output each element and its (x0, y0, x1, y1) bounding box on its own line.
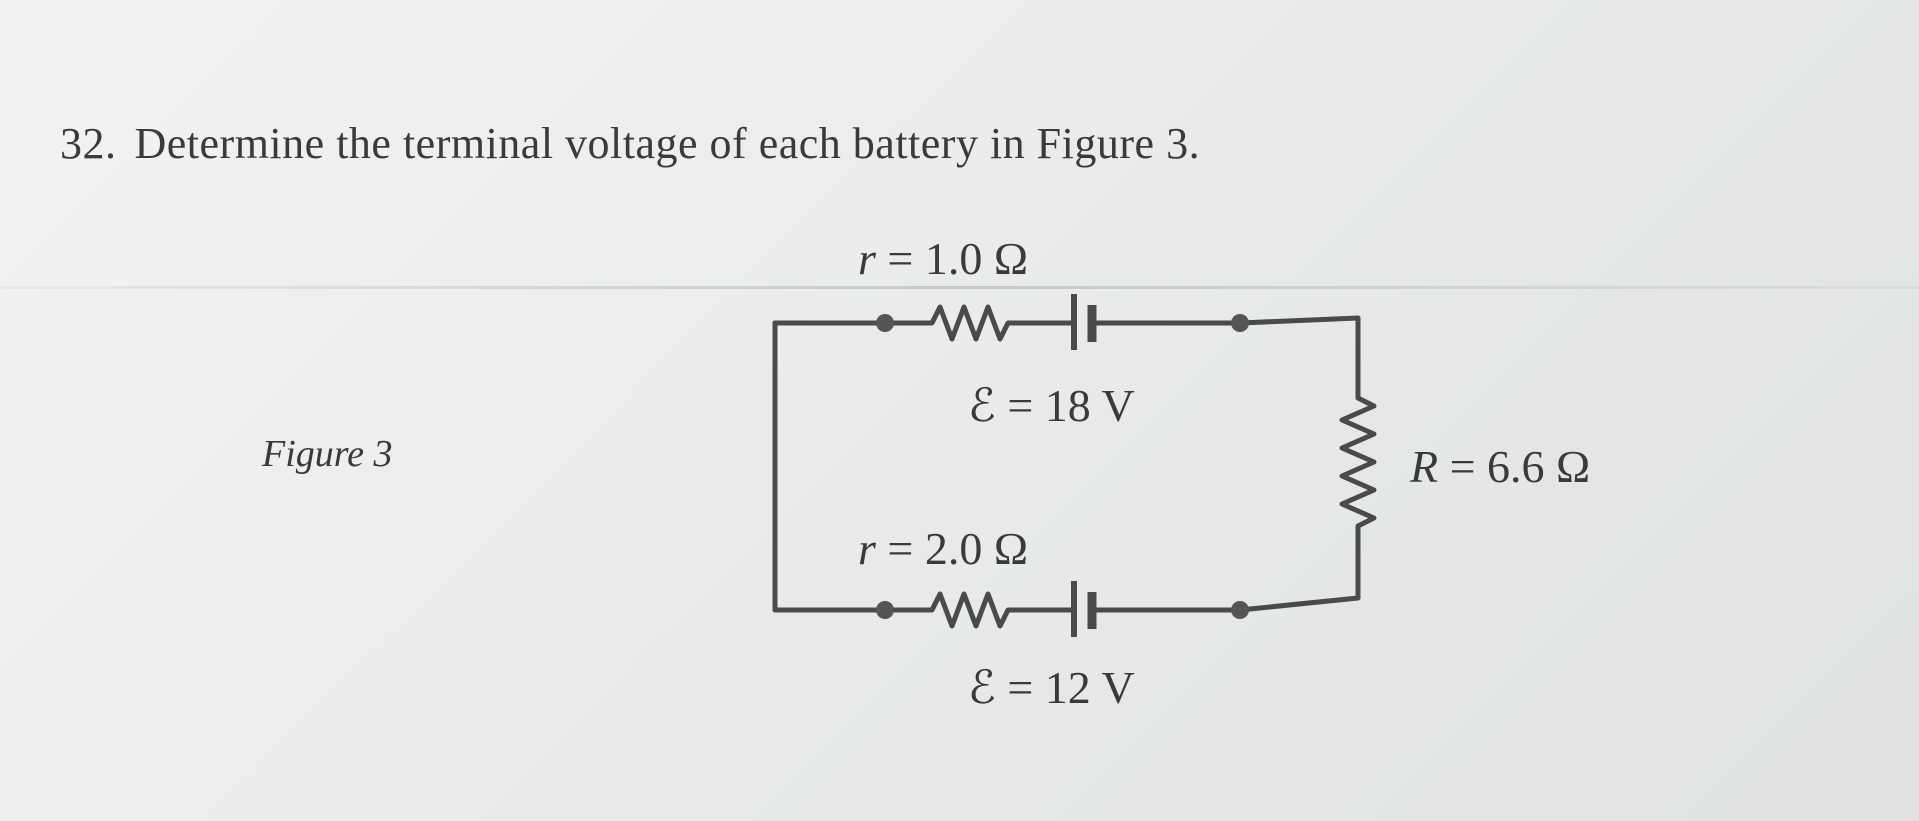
bottom-wire-right (1087, 545, 1361, 613)
load-resistor (1339, 377, 1377, 551)
question-number: 32. (60, 119, 117, 168)
top-wire-right (1087, 315, 1361, 383)
top-internal-resistance-label: r = 1.0 Ω (858, 232, 1028, 285)
bottom-r-symbol: r (858, 523, 876, 574)
load-R-value: = 6.6 Ω (1449, 441, 1591, 492)
top-emf-label: ℰ = 18 V (968, 378, 1135, 432)
left-wire (772, 320, 888, 613)
question-text: 32. Determine the terminal voltage of eac… (60, 118, 1200, 169)
top-internal-resistor (882, 304, 1075, 342)
bottom-internal-resistor (882, 591, 1075, 629)
top-right-terminal-dot (1231, 314, 1249, 332)
bottom-emf-value: = 12 V (1007, 662, 1135, 713)
top-left-terminal-dot (876, 314, 894, 332)
page-fold-shadow (0, 286, 1919, 289)
bottom-r-value: = 2.0 Ω (887, 523, 1029, 574)
top-emf-symbol: ℰ (968, 380, 996, 431)
bottom-emf-label: ℰ = 12 V (968, 660, 1135, 714)
top-r-symbol: r (858, 233, 876, 284)
bottom-right-terminal-dot (1231, 601, 1249, 619)
question-prompt: Determine the terminal voltage of each b… (134, 119, 1201, 168)
load-R-symbol: R (1410, 441, 1439, 492)
top-emf-value: = 18 V (1007, 380, 1135, 431)
load-resistance-label: R = 6.6 Ω (1410, 440, 1590, 493)
bottom-left-terminal-dot (876, 601, 894, 619)
figure-label: Figure 3 (262, 433, 393, 475)
top-r-value: = 1.0 Ω (887, 233, 1029, 284)
bottom-internal-resistance-label: r = 2.0 Ω (858, 522, 1028, 575)
bottom-emf-symbol: ℰ (968, 662, 996, 713)
